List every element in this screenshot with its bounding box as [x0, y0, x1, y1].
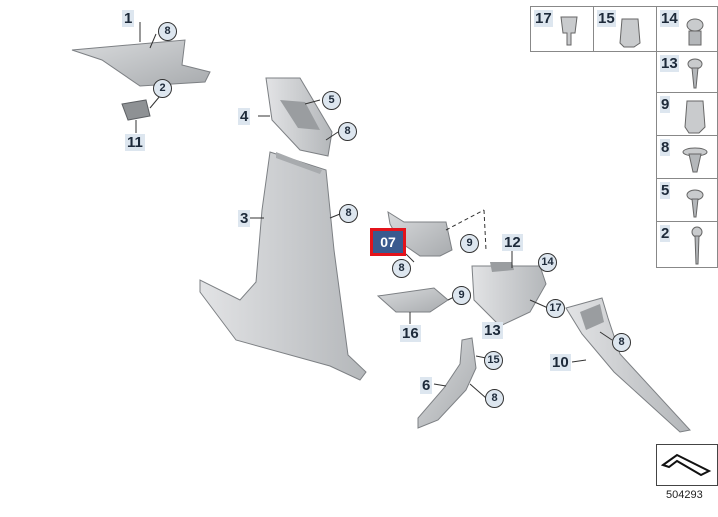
part-label-6: 6	[420, 377, 433, 394]
legend-cell-8[interactable]: 8	[656, 135, 718, 179]
part-11-shape[interactable]	[121, 99, 151, 121]
part-6-shape[interactable]	[417, 337, 477, 429]
legend-label-9: 9	[660, 96, 671, 113]
legend-cell-2[interactable]: 2	[656, 221, 718, 268]
part-label-11: 11	[125, 134, 145, 151]
legend-cell-5[interactable]: 5	[656, 178, 718, 222]
legend-cell-9[interactable]: 9	[656, 92, 718, 136]
legend-label-5: 5	[660, 182, 671, 199]
legend-label-8: 8	[660, 139, 671, 156]
callout-14: 14	[538, 253, 557, 272]
legend-label-2: 2	[660, 225, 671, 242]
callout-9-upper: 9	[460, 234, 479, 253]
callout-8-part07: 8	[392, 259, 411, 278]
callout-2: 2	[153, 79, 172, 98]
callout-8-part3: 8	[339, 204, 358, 223]
legend-cell-17[interactable]: 17	[530, 6, 594, 52]
screw-13-icon	[687, 58, 703, 89]
part-1-shape[interactable]	[71, 39, 211, 87]
highlighted-part-07[interactable]: 07	[370, 228, 406, 256]
arrow-icon	[660, 453, 712, 477]
legend-label-13: 13	[660, 55, 679, 72]
clip-17-icon	[560, 16, 578, 46]
next-diagram-button[interactable]	[656, 444, 718, 486]
legend-cell-15[interactable]: 15	[593, 6, 657, 52]
part-label-16: 16	[400, 325, 421, 342]
clip-14-icon	[686, 18, 704, 46]
part-3-shape[interactable]	[199, 151, 367, 381]
callout-8-part6: 8	[485, 389, 504, 408]
part-label-12: 12	[502, 234, 523, 251]
part-label-10: 10	[550, 354, 571, 371]
screw-2-icon	[691, 226, 703, 265]
legend-cell-14[interactable]: 14	[656, 6, 718, 52]
legend-label-17: 17	[534, 10, 553, 27]
callout-8-part10: 8	[612, 333, 631, 352]
callout-8-part1: 8	[158, 22, 177, 41]
part-10-shape[interactable]	[565, 297, 691, 433]
callout-9-lower: 9	[452, 286, 471, 305]
clip-8-icon	[682, 147, 708, 173]
part-16-shape[interactable]	[376, 287, 449, 313]
clip-9-icon	[684, 100, 706, 134]
callout-5: 5	[322, 91, 341, 110]
diagram-id: 504293	[666, 489, 703, 501]
part-label-1: 1	[122, 10, 135, 27]
legend-cell-13[interactable]: 13	[656, 51, 718, 93]
part-label-13: 13	[482, 322, 503, 339]
part-12-shape[interactable]	[471, 265, 547, 327]
screw-5-icon	[686, 189, 704, 218]
legend-label-15: 15	[597, 10, 616, 27]
part-label-4: 4	[238, 108, 251, 125]
part-label-3: 3	[238, 210, 251, 227]
callout-8-part4: 8	[338, 122, 357, 141]
legend-label-14: 14	[660, 10, 679, 27]
callout-15: 15	[484, 351, 503, 370]
callout-17: 17	[546, 299, 565, 318]
clip-15-icon	[619, 18, 641, 48]
